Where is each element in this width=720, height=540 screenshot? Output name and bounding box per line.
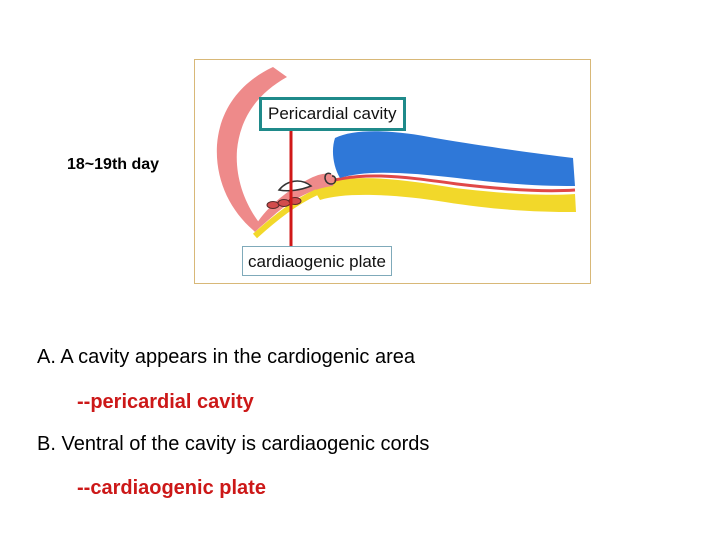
endoderm-layer	[313, 178, 576, 212]
note-a-text: A. A cavity appears in the cardiogenic a…	[37, 346, 416, 368]
cardiogenic-plate-shape	[266, 197, 302, 209]
embryo-illustration	[216, 67, 576, 246]
yellow-edge	[252, 189, 319, 239]
ectoderm-layer	[332, 131, 575, 186]
note-b-term: --cardiaogenic plate	[77, 477, 266, 499]
day-label: 18~19th day	[67, 156, 160, 173]
note-a-term: --pericardial cavity	[77, 391, 254, 413]
head-fold-tissue	[216, 67, 287, 230]
cardiogenic-plate-label: cardiaogenic plate	[242, 246, 392, 276]
pericardial-cavity-label: Pericardial cavity	[259, 97, 406, 131]
notochord-hook	[324, 172, 337, 185]
pink-ventral-tissue	[253, 173, 335, 232]
pericardial-cavity-shape	[277, 180, 313, 192]
mesoderm-line	[314, 174, 576, 193]
embryo-diagram: Pericardial cavity cardiaogenic plate	[194, 59, 591, 284]
note-b-text: B. Ventral of the cavity is cardiaogenic…	[37, 433, 430, 455]
